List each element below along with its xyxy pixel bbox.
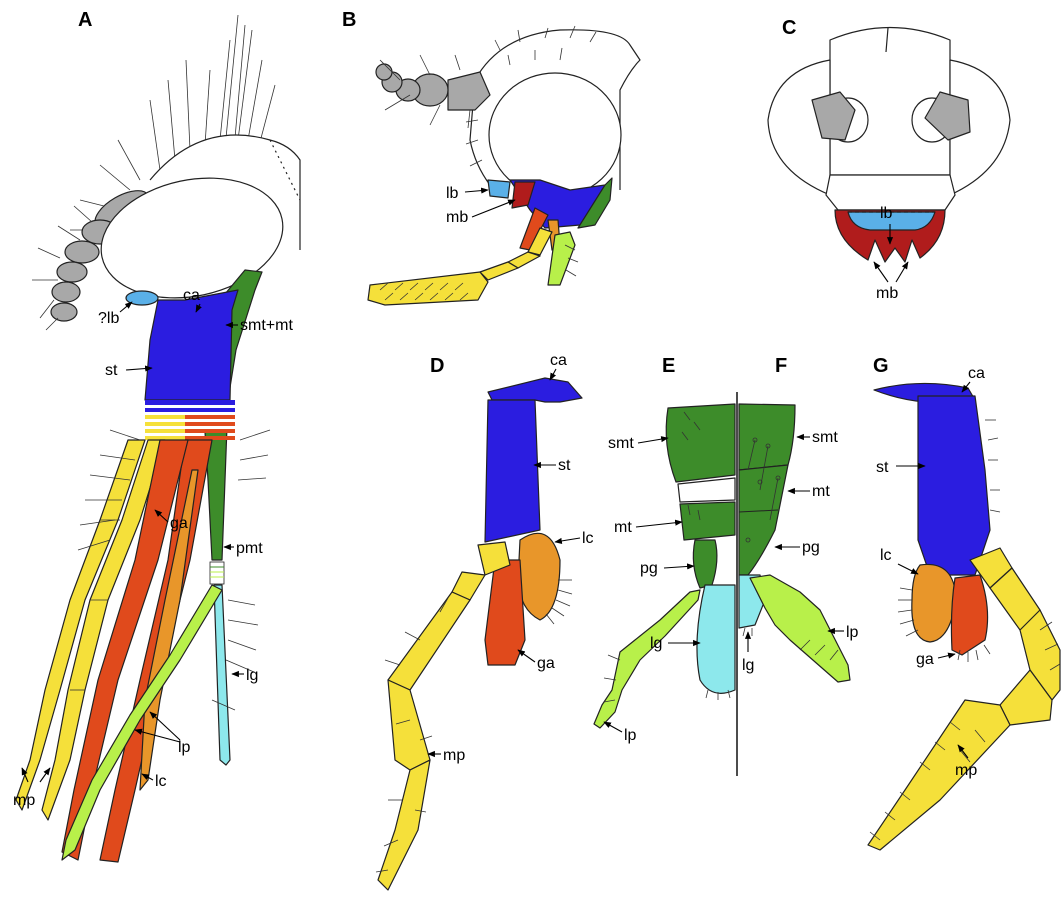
panel-a-label-ca: ca bbox=[183, 287, 200, 304]
panel-d-label-st: st bbox=[558, 457, 571, 474]
panel-a-label-lb: ?lb bbox=[98, 310, 119, 327]
panel-a-glossa bbox=[214, 585, 230, 765]
panel-f-labial-palp bbox=[750, 575, 850, 682]
panel-f-label-lp: lp bbox=[846, 624, 859, 641]
panel-f: F smt mt pg lg lp bbox=[739, 355, 859, 682]
panel-f-label-mt: mt bbox=[812, 483, 830, 500]
panel-a-label-mp: mp bbox=[13, 792, 35, 809]
panel-f-label-lg: lg bbox=[742, 657, 754, 674]
panel-e-label-pg: pg bbox=[640, 560, 658, 577]
panel-f-label-smt: smt bbox=[812, 429, 838, 446]
panel-c: C lb mb bbox=[768, 17, 1010, 302]
panel-e-labial-palp bbox=[594, 590, 700, 728]
panel-d-cardo bbox=[488, 378, 582, 402]
panel-g-lacinia bbox=[912, 564, 956, 642]
panel-d-lacinia bbox=[518, 533, 560, 620]
panel-g-label-ca: ca bbox=[968, 365, 985, 382]
panel-b-labrum bbox=[488, 180, 510, 198]
panel-a-label-st: st bbox=[105, 362, 118, 379]
panel-f-submentum bbox=[739, 404, 795, 470]
panel-g-stipes bbox=[918, 396, 990, 575]
panel-b-maxillary-palp bbox=[368, 228, 578, 305]
panel-a-stipes bbox=[145, 290, 238, 400]
panel-b-letter: B bbox=[342, 9, 356, 31]
panel-d-stipes bbox=[485, 400, 540, 542]
panel-e-label-lp: lp bbox=[624, 727, 637, 744]
panel-e-label-smt: smt bbox=[608, 435, 634, 452]
panel-d: D ca st lc ga mp bbox=[376, 352, 594, 890]
panel-f-letter: F bbox=[775, 355, 787, 377]
panel-e-label-lg: lg bbox=[650, 635, 662, 652]
panel-d-letter: D bbox=[430, 355, 444, 377]
panel-e: E smt mt pg lg lp bbox=[594, 355, 735, 744]
panel-e-letter: E bbox=[662, 355, 675, 377]
panel-a-label-smt-mt: smt+mt bbox=[240, 317, 293, 334]
panel-e-label-mt: mt bbox=[614, 519, 632, 536]
panel-a-label-pmt: pmt bbox=[236, 540, 263, 557]
panel-f-mentum bbox=[739, 465, 788, 575]
panel-g-label-mp: mp bbox=[955, 762, 977, 779]
panel-c-label-mb: mb bbox=[876, 285, 898, 302]
panel-e-glossa bbox=[697, 585, 735, 693]
panel-c-letter: C bbox=[782, 17, 796, 39]
panel-a-label-lc: lc bbox=[155, 773, 167, 790]
panel-d-label-mp: mp bbox=[443, 747, 465, 764]
panel-e-submentum bbox=[666, 404, 735, 482]
panel-f-label-pg: pg bbox=[802, 539, 820, 556]
panel-d-label-lc: lc bbox=[582, 530, 594, 547]
panel-g-label-st: st bbox=[876, 459, 889, 476]
panel-g-label-lc: lc bbox=[880, 547, 892, 564]
panel-b: B bbox=[342, 9, 640, 305]
panel-g-letter: G bbox=[873, 355, 889, 377]
panel-d-maxillary-palp bbox=[376, 542, 510, 890]
panel-a-label-lg: lg bbox=[246, 667, 258, 684]
panel-a-letter: A bbox=[78, 9, 92, 31]
panel-d-label-ca: ca bbox=[550, 352, 567, 369]
panel-b-compound-eye bbox=[489, 73, 621, 197]
panel-g-label-ga: ga bbox=[916, 651, 934, 668]
panel-g: G ca st bbox=[868, 355, 1060, 850]
panel-a-label-ga: ga bbox=[170, 515, 188, 532]
panel-g-galea bbox=[951, 575, 987, 655]
panel-d-galea bbox=[485, 560, 525, 665]
panel-c-label-lb: lb bbox=[880, 205, 893, 222]
panel-e-paraglossa bbox=[693, 540, 717, 588]
panel-b-label-mb: mb bbox=[446, 209, 468, 226]
panel-a: A bbox=[13, 9, 300, 862]
panel-d-label-ga: ga bbox=[537, 655, 555, 672]
panel-b-label-lb: lb bbox=[446, 185, 459, 202]
